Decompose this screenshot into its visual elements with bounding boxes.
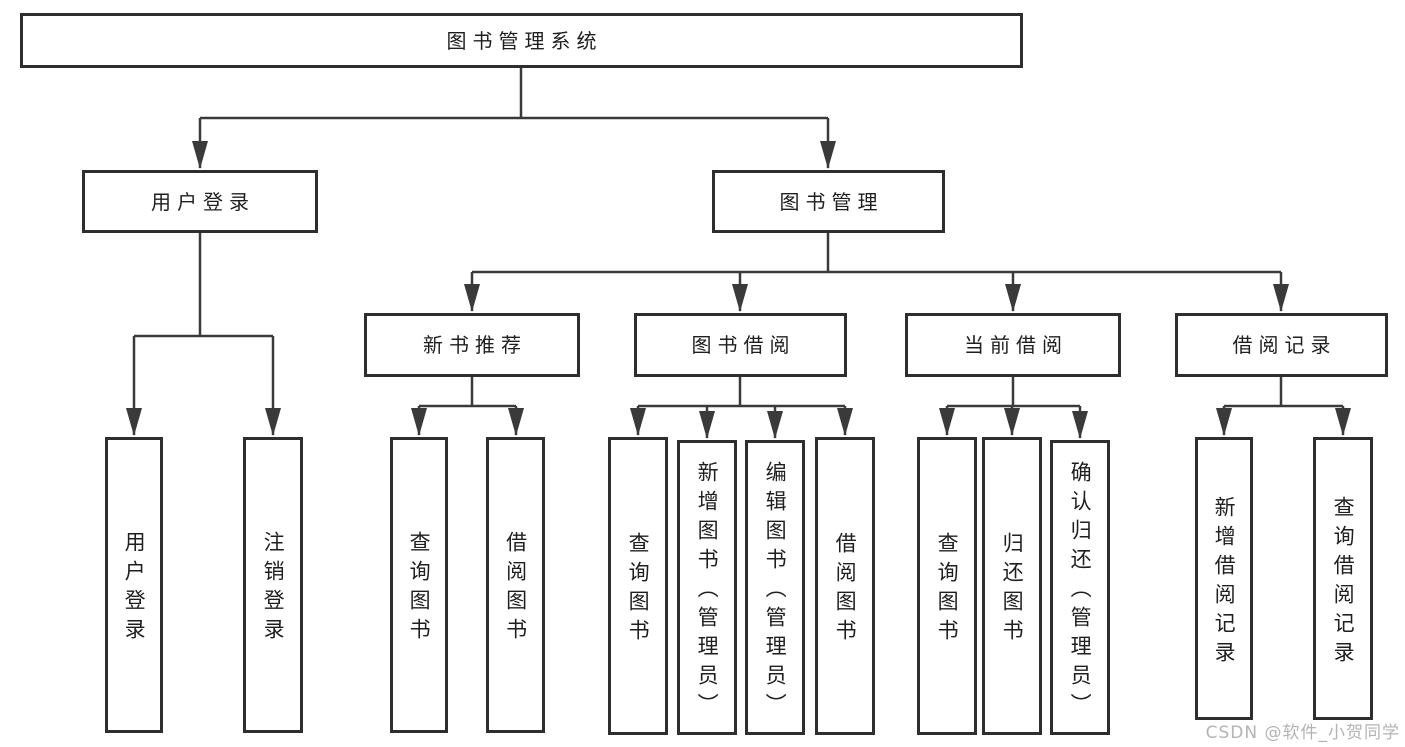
node-query-books-2: 查询图书 [608, 437, 668, 735]
node-query-books-1-label: 查询图书 [407, 531, 432, 647]
node-root: 图书管理系统 [20, 13, 1023, 68]
node-query-books-1: 查询图书 [390, 437, 448, 733]
node-new-book-recommend: 新书推荐 [364, 313, 580, 377]
node-new-book-recommend-label: 新书推荐 [423, 333, 527, 357]
node-user-login: 用户登录 [82, 170, 318, 233]
node-query-books-3-label: 查询图书 [935, 532, 960, 648]
node-logout-leaf-label: 注销登录 [261, 531, 286, 647]
node-borrow-records-label: 借阅记录 [1232, 333, 1337, 357]
node-query-borrow-record-label: 查询借阅记录 [1331, 495, 1356, 670]
node-query-books-2-label: 查询图书 [626, 532, 651, 648]
node-borrow-books-2: 借阅图书 [815, 437, 875, 735]
node-user-login-leaf-label: 用户登录 [122, 531, 147, 647]
node-confirm-return-admin: 确认归还（管理员） [1050, 440, 1110, 735]
node-add-book-admin: 新增图书（管理员） [677, 440, 737, 735]
node-logout-leaf: 注销登录 [243, 437, 303, 733]
node-borrow-records: 借阅记录 [1175, 313, 1388, 377]
watermark: CSDN @软件_小贺同学 [1205, 723, 1400, 743]
node-current-borrow: 当前借阅 [905, 313, 1121, 377]
node-confirm-return-admin-label: 确认归还（管理员） [1068, 461, 1093, 722]
node-user-login-label: 用户登录 [151, 189, 255, 214]
node-user-login-leaf: 用户登录 [105, 437, 163, 733]
node-return-books-label: 归还图书 [1000, 532, 1025, 648]
node-borrow-books-2-label: 借阅图书 [833, 532, 858, 648]
node-borrow-books-1-label: 借阅图书 [503, 531, 528, 647]
node-add-book-admin-label: 新增图书（管理员） [695, 461, 720, 722]
node-return-books: 归还图书 [982, 437, 1042, 735]
node-add-borrow-record: 新增借阅记录 [1195, 437, 1253, 720]
node-book-borrow-label: 图书借阅 [691, 333, 796, 357]
node-root-label: 图书管理系统 [446, 28, 603, 53]
node-current-borrow-label: 当前借阅 [964, 333, 1068, 357]
node-book-management-label: 图书管理 [779, 189, 884, 214]
node-borrow-books-1: 借阅图书 [486, 437, 545, 733]
node-query-books-3: 查询图书 [917, 437, 977, 735]
node-book-management: 图书管理 [712, 170, 945, 233]
node-edit-book-admin-label: 编辑图书（管理员） [763, 461, 788, 722]
node-edit-book-admin: 编辑图书（管理员） [745, 440, 805, 735]
node-add-borrow-record-label: 新增借阅记录 [1212, 495, 1237, 670]
node-book-borrow: 图书借阅 [634, 313, 847, 377]
node-query-borrow-record: 查询借阅记录 [1313, 437, 1373, 720]
